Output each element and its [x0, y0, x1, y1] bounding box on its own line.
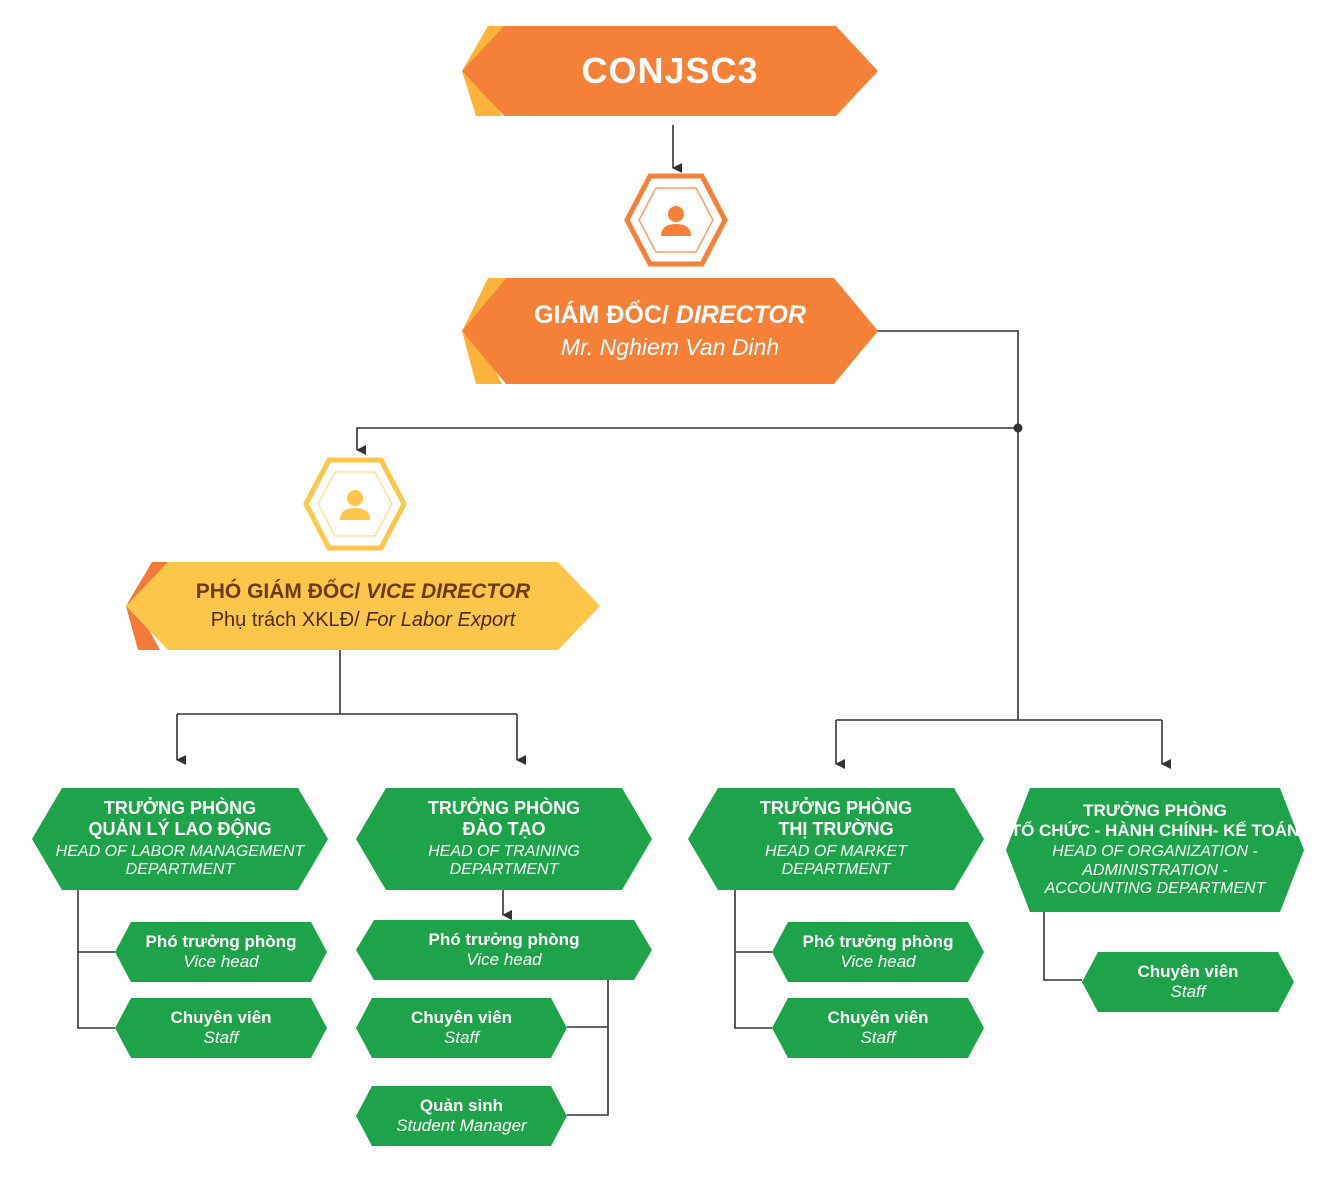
- sub-hexagon-shape: [115, 922, 327, 982]
- vice-director-title: PHÓ GIÁM ĐỐC/ VICE DIRECTOR: [196, 580, 531, 604]
- sub-student-manager: Quản sinh Student Manager: [356, 1086, 567, 1146]
- sub-title-en: Vice head: [466, 950, 542, 969]
- dept-hexagon-shape: [356, 788, 652, 890]
- director-avatar: [623, 172, 729, 268]
- vice-director-duty: Phụ trách XKLĐ/ For Labor Export: [196, 609, 531, 632]
- vice-director-box: PHÓ GIÁM ĐỐC/ VICE DIRECTOR Phụ trách XK…: [126, 562, 600, 650]
- sub-title-vi: Quản sinh: [419, 1096, 504, 1116]
- dept-title-vi-2: THỊ TRƯỜNG: [778, 819, 894, 840]
- dept-title-en-1: HEAD OF LABOR MANAGEMENT: [55, 842, 305, 860]
- sub-vice-head: Phó trưởng phòng Vice head: [772, 922, 984, 982]
- dept-title-en-2: DEPARTMENT: [449, 861, 559, 879]
- dept-title-vi-2: ĐÀO TẠO: [462, 819, 546, 840]
- sub-hexagon-shape: [772, 922, 984, 982]
- sub-title-vi: Phó trưởng phòng: [145, 932, 297, 952]
- dept-title-en-2: DEPARTMENT: [125, 861, 235, 879]
- dept-hexagon-shape: [32, 788, 328, 890]
- sub-staff: Chuyên viên Staff: [115, 998, 327, 1058]
- director-box: GIÁM ĐỐC/ DIRECTOR Mr. Nghiem Van Dinh: [462, 278, 878, 384]
- sub-title-en: Staff: [444, 1028, 479, 1047]
- dept-title-en-2: ADMINISTRATION -: [1082, 861, 1228, 879]
- sub-hexagon-shape: [356, 920, 652, 980]
- dept-title-vi-1: TRƯỞNG PHÒNG: [103, 798, 257, 819]
- sub-staff: Chuyên viên Staff: [772, 998, 984, 1058]
- dept-hexagon-shape: [688, 788, 984, 890]
- sub-vice-head: Phó trưởng phòng Vice head: [115, 922, 327, 982]
- sub-hexagon-shape: [356, 998, 567, 1058]
- vice-director-title-en: VICE DIRECTOR: [366, 580, 531, 604]
- dept-title-en-1: HEAD OF MARKET: [765, 842, 907, 860]
- vice-director-hexagon-shape: [126, 562, 600, 650]
- vice-director-duty-vi: Phụ trách XKLĐ/: [210, 608, 360, 631]
- sub-title-vi: Chuyên viên: [170, 1008, 272, 1028]
- dept-title-vi-2: TỔ CHỨC - HÀNH CHÍNH- KẾ TOÁN: [1010, 820, 1300, 840]
- sub-title-vi: Phó trưởng phòng: [428, 930, 580, 950]
- dept-training: TRƯỞNG PHÒNG ĐÀO TẠO HEAD OF TRAINING DE…: [356, 788, 652, 890]
- sub-hexagon-shape: [115, 998, 327, 1058]
- vice-director-avatar: [302, 456, 408, 552]
- sub-staff: Chuyên viên Staff: [1082, 952, 1294, 1012]
- dept-title-vi-1: TRƯỞNG PHÒNG: [759, 798, 913, 819]
- vice-director-title-vi: PHÓ GIÁM ĐỐC/: [195, 580, 361, 604]
- director-title-vi: GIÁM ĐỐC/: [534, 301, 669, 330]
- dept-hexagon-shape: [1006, 788, 1304, 912]
- company-name: CONJSC3: [581, 50, 759, 92]
- dept-title-en-1: HEAD OF TRAINING: [428, 842, 580, 860]
- dept-title-en-2: DEPARTMENT: [781, 861, 891, 879]
- sub-title-en: Staff: [860, 1028, 896, 1047]
- dept-title-en-3: ACCOUNTING DEPARTMENT: [1044, 880, 1266, 898]
- sub-title-vi: Chuyên viên: [1137, 962, 1239, 982]
- sub-title-vi: Phó trưởng phòng: [802, 932, 954, 952]
- sub-title-en: Student Manager: [396, 1116, 527, 1135]
- sub-hexagon-shape: [772, 998, 984, 1058]
- sub-title-vi: Chuyên viên: [827, 1008, 929, 1028]
- sub-hexagon-shape: [356, 1086, 567, 1146]
- dept-title-vi-2: QUẢN LÝ LAO ĐỘNG: [88, 819, 272, 840]
- sub-staff: Chuyên viên Staff: [356, 998, 567, 1058]
- director-title-en: DIRECTOR: [675, 301, 806, 330]
- dept-organization-admin-accounting: TRƯỞNG PHÒNG TỔ CHỨC - HÀNH CHÍNH- KẾ TO…: [1006, 788, 1304, 912]
- sub-title-en: Staff: [1170, 982, 1206, 1001]
- sub-title-en: Vice head: [840, 952, 916, 971]
- user-icon: [624, 173, 728, 267]
- dept-labor-management: TRƯỞNG PHÒNG QUẢN LÝ LAO ĐỘNG HEAD OF LA…: [32, 788, 328, 890]
- director-title: GIÁM ĐỐC/ DIRECTOR: [534, 301, 806, 330]
- sub-title-vi: Chuyên viên: [410, 1008, 513, 1028]
- sub-title-en: Vice head: [183, 952, 259, 971]
- director-name: Mr. Nghiem Van Dinh: [560, 334, 780, 361]
- dept-title-vi-1: TRƯỞNG PHÒNG: [427, 798, 581, 819]
- vice-director-duty-en: For Labor Export: [365, 608, 516, 631]
- sub-hexagon-shape: [1082, 952, 1294, 1012]
- sub-vice-head: Phó trưởng phòng Vice head: [356, 920, 652, 980]
- user-icon: [303, 457, 407, 551]
- sub-title-en: Staff: [203, 1028, 239, 1047]
- banner-hexagon-shape: [462, 26, 878, 116]
- director-hexagon-shape: [462, 278, 878, 384]
- dept-market: TRƯỞNG PHÒNG THỊ TRƯỜNG HEAD OF MARKET D…: [688, 788, 984, 890]
- company-title-banner: CONJSC3: [462, 26, 878, 116]
- dept-title-vi-1: TRƯỞNG PHÒNG: [1083, 801, 1227, 821]
- dept-title-en-1: HEAD OF ORGANIZATION -: [1052, 843, 1258, 861]
